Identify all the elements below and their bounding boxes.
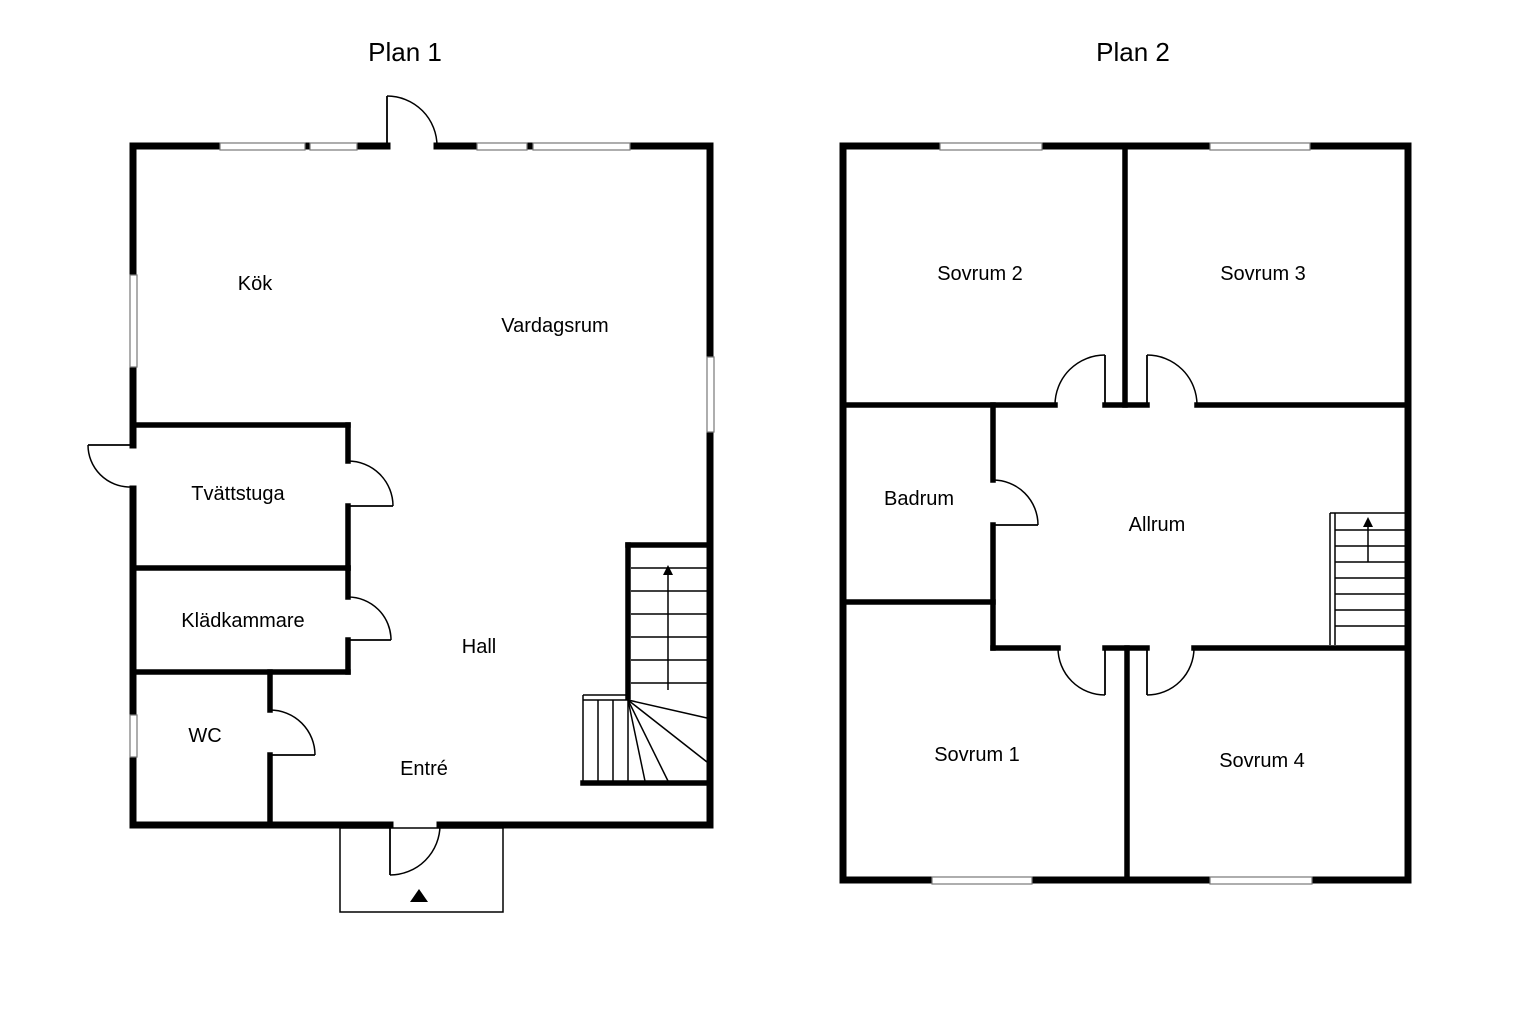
plan-1-doors bbox=[87, 95, 441, 876]
room-label-allrum: Allrum bbox=[1129, 514, 1186, 536]
window bbox=[476, 142, 528, 151]
stair-winder bbox=[627, 699, 646, 782]
plan-2-room-labels: Sovrum 2 Sovrum 3 Badrum Allrum Sovrum 1… bbox=[884, 263, 1306, 772]
room-label-kok: Kök bbox=[238, 273, 273, 295]
room-label-tvattstuga: Tvättstuga bbox=[191, 483, 285, 505]
room-label-wc: WC bbox=[188, 725, 221, 747]
door-swing-arc bbox=[87, 444, 131, 488]
door-main-entrance bbox=[389, 824, 441, 876]
door-swing-arc bbox=[1146, 354, 1198, 406]
window bbox=[1209, 142, 1311, 151]
room-label-sovrum3: Sovrum 3 bbox=[1220, 263, 1306, 285]
window bbox=[939, 142, 1043, 151]
door-sovrum4 bbox=[1146, 647, 1195, 696]
window bbox=[931, 876, 1033, 885]
door-wc bbox=[269, 709, 316, 756]
door-swing-arc bbox=[347, 596, 392, 641]
room-label-sovrum1: Sovrum 1 bbox=[934, 744, 1020, 766]
plan-1-room-labels: Kök Vardagsrum Tvättstuga Klädkammare Ha… bbox=[181, 273, 608, 780]
door-sovrum3 bbox=[1146, 354, 1198, 406]
door-garden bbox=[386, 95, 438, 147]
door-swing-arc bbox=[1054, 354, 1106, 406]
plan-1-interior-walls bbox=[130, 422, 351, 828]
room-label-entre: Entré bbox=[400, 758, 448, 780]
plan-2-doors bbox=[992, 354, 1198, 696]
door-sovrum1 bbox=[1057, 647, 1106, 696]
door-kladkammare bbox=[347, 596, 392, 641]
entrance-arrow-icon bbox=[410, 889, 428, 902]
door-side-entrance bbox=[87, 444, 131, 488]
window bbox=[706, 356, 715, 433]
door-swing-arc bbox=[389, 824, 441, 876]
window bbox=[309, 142, 358, 151]
plan-1-title: Plan 1 bbox=[368, 37, 442, 67]
plan-2: Plan 2 bbox=[839, 37, 1412, 885]
plan-1: Plan 1 bbox=[87, 37, 715, 913]
room-label-hall: Hall bbox=[462, 636, 496, 658]
window bbox=[1209, 876, 1313, 885]
room-label-sovrum4: Sovrum 4 bbox=[1219, 750, 1305, 772]
stair-winder bbox=[627, 699, 708, 719]
room-label-kladkammare: Klädkammare bbox=[181, 610, 304, 632]
door-sovrum2 bbox=[1054, 354, 1106, 406]
door-swing-arc bbox=[992, 479, 1039, 526]
window bbox=[129, 274, 138, 368]
door-swing-arc bbox=[269, 709, 316, 756]
stair-winder bbox=[627, 699, 669, 782]
room-label-vardagsrum: Vardagsrum bbox=[501, 315, 608, 337]
plan-2-windows bbox=[931, 142, 1313, 885]
door-swing-arc bbox=[1057, 647, 1106, 696]
plan-2-title: Plan 2 bbox=[1096, 37, 1170, 67]
entrance-porch bbox=[339, 827, 504, 913]
window bbox=[129, 714, 138, 758]
plan-1-windows bbox=[129, 142, 715, 758]
room-label-badrum: Badrum bbox=[884, 488, 954, 510]
window bbox=[532, 142, 631, 151]
door-tvattstuga bbox=[347, 460, 394, 507]
plan-1-staircase bbox=[580, 542, 710, 786]
room-label-sovrum2: Sovrum 2 bbox=[937, 263, 1023, 285]
plan-2-staircase bbox=[1329, 512, 1405, 645]
door-swing-arc bbox=[1146, 647, 1195, 696]
plan-2-interior-walls bbox=[840, 143, 1411, 883]
window bbox=[219, 142, 306, 151]
door-badrum bbox=[992, 479, 1039, 526]
porch-outline bbox=[339, 827, 504, 913]
stair-up-arrow-icon bbox=[1363, 517, 1373, 527]
door-swing-arc bbox=[386, 95, 438, 147]
stair-up-arrow-icon bbox=[663, 565, 673, 575]
door-swing-arc bbox=[347, 460, 394, 507]
stair-winder bbox=[627, 699, 708, 763]
